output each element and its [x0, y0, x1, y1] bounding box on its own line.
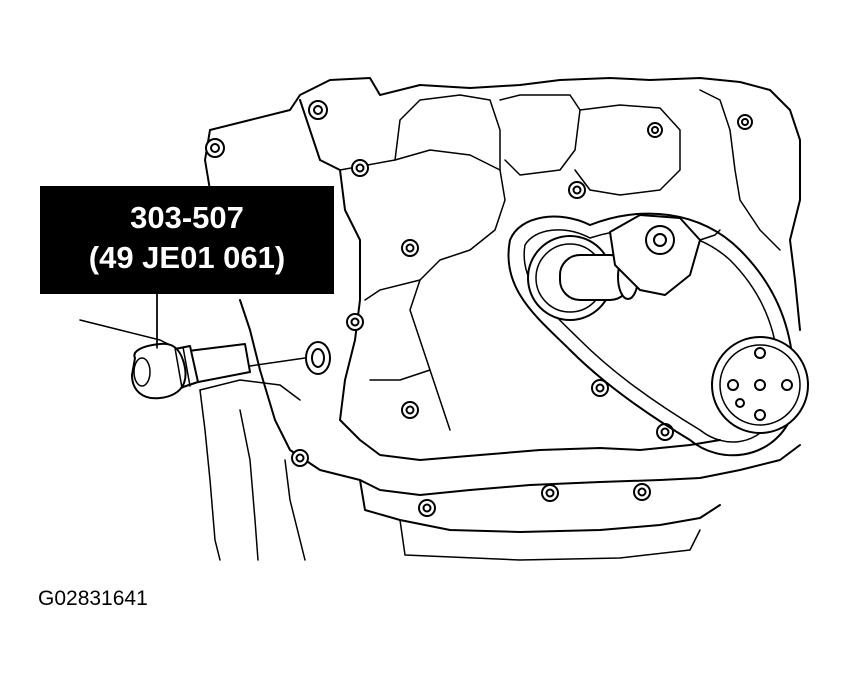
special-service-tool-icon [131, 293, 306, 400]
figure-id: G02831641 [38, 587, 148, 610]
engine-block [79, 77, 801, 561]
plug-hole [305, 341, 331, 375]
bolt-bosses [205, 100, 753, 517]
tool-number: 303-507 [130, 200, 244, 235]
tool-alt-number: (49 JE01 061) [88, 240, 286, 275]
timing-belt-assembly [507, 212, 809, 457]
tool-callout: 303-507 (49 JE01 061) [40, 186, 334, 294]
